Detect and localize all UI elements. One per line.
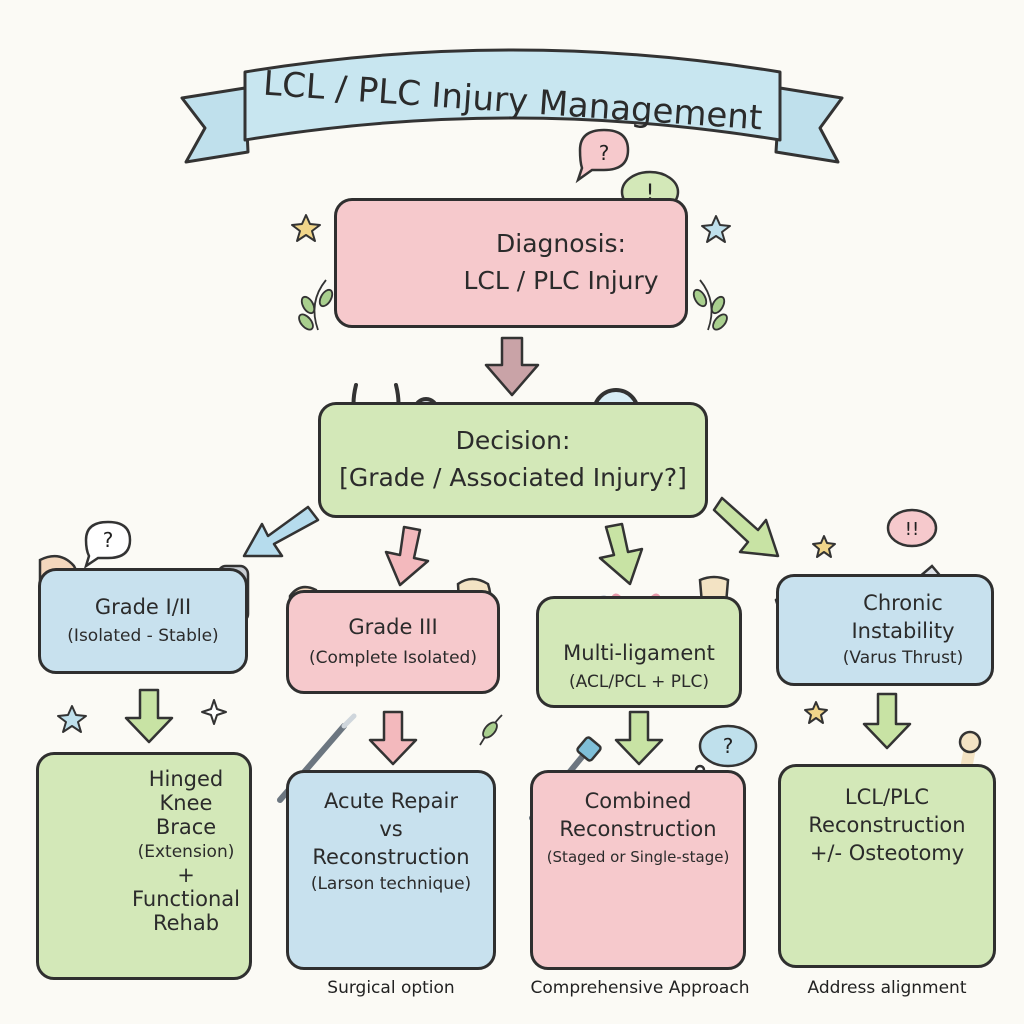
arrow-multi-to-combined (616, 712, 662, 764)
exclaim-bubble-glyph-right: !! (905, 519, 919, 540)
question-bubble-glyph-top: ? (599, 141, 610, 165)
acute-repair-box: Acute Repair vs Reconstruction (Larson t… (286, 770, 496, 970)
brace-line-2: Brace (156, 815, 216, 839)
chronic-subtitle: (Varus Thrust) (843, 649, 963, 669)
decision-box: Decision: [Grade / Associated Injury?] (318, 402, 708, 518)
grade-1-2-title: Grade I/II (95, 595, 191, 619)
grade-1-2-subtitle: (Isolated - Stable) (67, 627, 218, 647)
recon-line-1: LCL/PLC (845, 785, 929, 809)
caption-address-alignment: Address alignment (778, 978, 996, 998)
chronic-instability-box: Chronic Instability (Varus Thrust) (776, 574, 994, 686)
repair-line-1: Acute Repair (324, 789, 458, 813)
arrow-diagnosis-to-decision (486, 338, 538, 395)
decision-label: Decision: (456, 427, 571, 456)
brace-line-3: (Extension) (138, 843, 235, 863)
repair-line-2: vs (379, 817, 402, 841)
brace-rehab-box: Hinged Knee Brace (Extension) + Function… (36, 752, 252, 980)
arrow-to-grade-1-2 (244, 507, 318, 556)
combined-line-1: Combined (585, 789, 692, 813)
grade-3-title: Grade III (348, 615, 437, 639)
multi-ligament-subtitle: (ACL/PCL + PLC) (569, 673, 709, 693)
caption-comprehensive-approach: Comprehensive Approach (520, 978, 760, 998)
arrow-to-grade-3 (386, 527, 428, 585)
lcl-plc-reconstruction-box: LCL/PLC Reconstruction +/- Osteotomy (778, 764, 996, 968)
arrow-grade-1-2-to-brace (126, 690, 172, 742)
combined-line-3: (Staged or Single-stage) (547, 849, 730, 866)
diagnosis-label: Diagnosis: (496, 230, 626, 259)
recon-line-2: Reconstruction (808, 813, 965, 837)
question-bubble-glyph-left: ? (103, 528, 114, 552)
multi-ligament-box: Multi-ligament (ACL/PCL + PLC) (536, 596, 742, 708)
brace-line-1: Hinged Knee (123, 767, 249, 815)
chronic-title-2: Instability (851, 619, 954, 643)
brace-line-6: Rehab (153, 911, 219, 935)
brace-line-5: Functional (132, 887, 240, 911)
chronic-title-1: Chronic (863, 591, 943, 615)
question-bubble-glyph-combined: ? (723, 734, 734, 758)
grade-3-subtitle: (Complete Isolated) (309, 649, 477, 669)
arrow-grade-3-to-repair (370, 712, 416, 764)
recon-line-3: +/- Osteotomy (810, 841, 964, 865)
combined-line-2: Reconstruction (559, 817, 716, 841)
arrow-to-multi-ligament (600, 524, 642, 584)
decision-question: [Grade / Associated Injury?] (339, 464, 687, 493)
diagnosis-box: Diagnosis: LCL / PLC Injury (334, 198, 688, 328)
multi-ligament-title: Multi-ligament (563, 641, 715, 665)
repair-line-3: Reconstruction (312, 845, 469, 869)
arrow-chronic-to-reconstruction (864, 694, 910, 748)
grade-3-box: Grade III (Complete Isolated) (286, 590, 500, 694)
repair-line-4: (Larson technique) (311, 875, 471, 895)
combined-reconstruction-box: Combined Reconstruction (Staged or Singl… (530, 770, 746, 970)
brace-line-4: + (177, 863, 195, 887)
caption-surgical-option: Surgical option (286, 978, 496, 998)
grade-1-2-box: Grade I/II (Isolated - Stable) (38, 568, 248, 674)
diagnosis-value: LCL / PLC Injury (463, 267, 658, 296)
arrow-to-chronic (714, 498, 778, 556)
